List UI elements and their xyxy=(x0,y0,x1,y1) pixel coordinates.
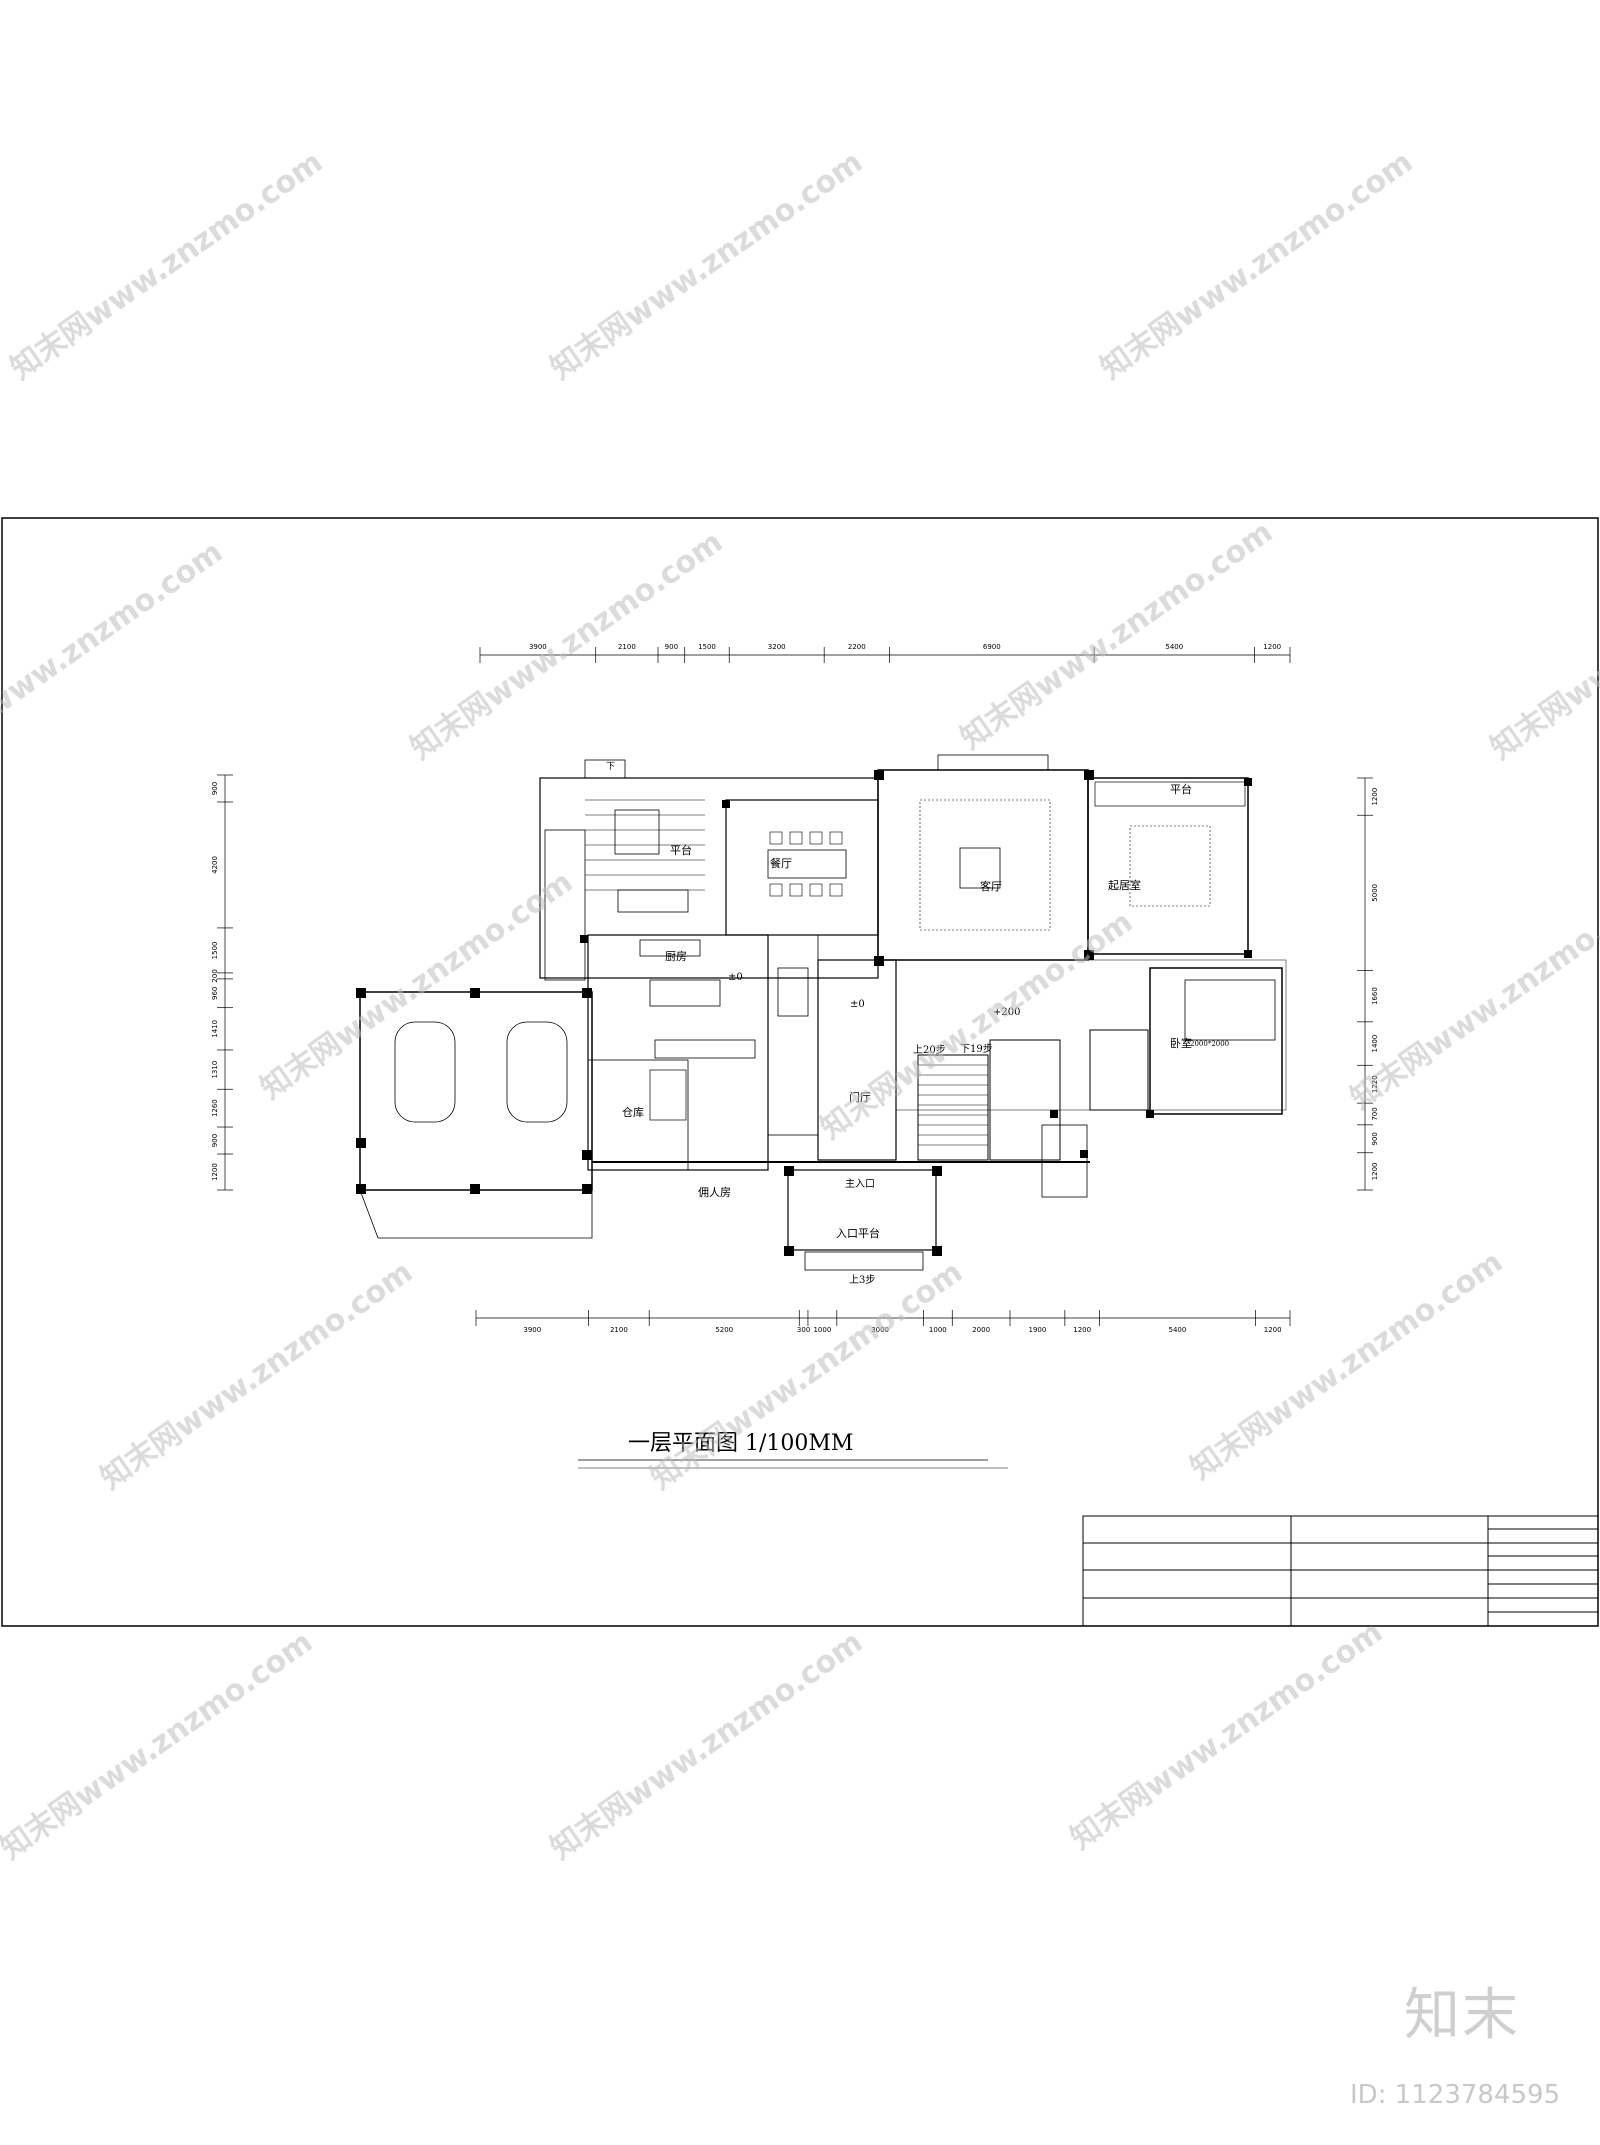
dimension-label: 1000 xyxy=(813,1326,831,1334)
car-left xyxy=(394,1021,456,1123)
wall-columns xyxy=(356,770,1252,1256)
dimension-label: 2100 xyxy=(610,1326,628,1334)
dimension-label: 2100 xyxy=(618,643,636,651)
watermark-text: 知末网www.znzmo.com xyxy=(95,1255,420,1497)
label-stairs-up: 上20步 xyxy=(913,1044,946,1056)
label-corridor-level: +200 xyxy=(993,1007,1020,1018)
label-platform-right: 平台 xyxy=(1170,782,1192,796)
watermark-text: 知末网www.znzmo.com xyxy=(0,535,229,777)
dimension-line-right: 1200 5000 1660 1400 1220 700 900 1200 xyxy=(1357,777,1379,1191)
dimension-label: 1310 xyxy=(211,1061,219,1079)
watermark-text: 知末网www.znzmo.com xyxy=(1065,1615,1390,1857)
watermark-text: 知末网www.znzmo.com xyxy=(5,145,330,387)
dimension-label: 1500 xyxy=(698,643,716,651)
watermark-text: 知末网www.znzmo.com xyxy=(545,1625,870,1867)
watermark-text: 知末网www.znzmo.com xyxy=(955,515,1280,757)
stair-treads xyxy=(918,1064,988,1146)
label-garage-side: 佣人房 xyxy=(698,1186,731,1199)
label-foyer: 门厅 xyxy=(849,1090,871,1104)
dimension-label: 3900 xyxy=(529,643,547,651)
dimension-label: 1900 xyxy=(1029,1326,1047,1334)
dimension-label: 1200 xyxy=(1371,1162,1379,1180)
watermark-text: 知末网www.znzmo.com xyxy=(545,145,870,387)
dimension-label: 2200 xyxy=(848,643,866,651)
dimension-label: 900 xyxy=(1371,1132,1379,1145)
dimension-label: 900 xyxy=(211,1134,219,1147)
label-kitchen: 厨房 xyxy=(665,950,687,963)
label-main-entrance: 主入口 xyxy=(845,1178,875,1190)
watermark-layer: 知末网www.znzmo.com 知末网www.znzmo.com 知末网www… xyxy=(0,145,1600,1867)
watermark-text: 知末网www.znzmo.com xyxy=(1185,1245,1510,1487)
label-storage: 仓库 xyxy=(622,1105,644,1119)
floor-plan xyxy=(359,754,1287,1271)
label-foyer-level: ±0 xyxy=(850,999,865,1010)
dimension-label: 900 xyxy=(665,643,678,651)
dimension-label: 300 xyxy=(797,1326,810,1334)
dimension-label: 3200 xyxy=(768,643,786,651)
dimension-label: 960 xyxy=(211,987,219,1000)
dimension-label: 1200 xyxy=(1263,643,1281,651)
dimension-label: 1200 xyxy=(1264,1326,1282,1334)
label-stairs-down: 下19步 xyxy=(960,1043,993,1055)
watermark-text: 知末网www.znzmo.com xyxy=(1485,525,1600,767)
label-platform-left: 平台 xyxy=(670,843,692,857)
dimension-label: 1410 xyxy=(211,1020,219,1038)
dimension-label: 1400 xyxy=(1371,1035,1379,1053)
watermark-text: 知末网www.znzmo.com xyxy=(255,865,580,1107)
car-right xyxy=(506,1021,568,1123)
watermark-text: 知末网www.znzmo.com xyxy=(1345,875,1600,1117)
watermark-text: 知末网www.znzmo.com xyxy=(0,1625,319,1867)
dimension-label: 1500 xyxy=(211,942,219,960)
dining-chairs xyxy=(769,831,843,897)
dimension-label: 1200 xyxy=(1073,1326,1091,1334)
dimension-line-top: 3900 2100 900 1500 3200 2200 6900 5400 1200 xyxy=(479,643,1291,663)
watermark-text: 知末网www.znzmo.com xyxy=(1095,145,1420,387)
label-entrance-platform: 入口平台 xyxy=(836,1226,880,1240)
dimension-label: 1660 xyxy=(1371,987,1379,1005)
dimension-label: 2000 xyxy=(972,1326,990,1334)
title-block xyxy=(1082,1515,1599,1627)
dimension-label: 4200 xyxy=(211,856,219,874)
dimension-label: 1200 xyxy=(211,1163,219,1181)
label-bedroom: 卧室 xyxy=(1170,1036,1192,1050)
dimension-label: 3000 xyxy=(871,1326,889,1334)
label-dining: 餐厅 xyxy=(770,856,792,870)
dimension-line-left: 900 4200 1500 200 960 1410 1310 1260 900 1200 xyxy=(211,774,233,1191)
label-family-room: 起居室 xyxy=(1108,878,1141,892)
label-living: 客厅 xyxy=(980,879,1002,893)
dimension-label: 6900 xyxy=(983,643,1001,651)
dimension-label: 1000 xyxy=(929,1326,947,1334)
dimension-label: 200 xyxy=(211,969,219,982)
dimension-label: 1220 xyxy=(1371,1075,1379,1093)
dimension-label: 5400 xyxy=(1165,643,1183,651)
brand-logo: 知末 xyxy=(1404,1983,1520,2048)
dimension-label: 1260 xyxy=(211,1099,219,1117)
label-steps-up: 上3步 xyxy=(849,1274,875,1286)
drawing-title: 一层平面图 1/100MM xyxy=(628,1431,853,1456)
label-down-mark: 下 xyxy=(606,762,615,772)
dimension-label: 1200 xyxy=(1371,788,1379,806)
watermark-text: 知末网www.znzmo.com xyxy=(405,525,730,767)
dimension-label: 5400 xyxy=(1169,1326,1187,1334)
dimension-label: 900 xyxy=(211,782,219,795)
dimension-label: 5200 xyxy=(715,1326,733,1334)
dimension-label: 5000 xyxy=(1371,884,1379,902)
sheet-border xyxy=(1,517,1599,1627)
dimension-label: 3900 xyxy=(523,1326,541,1334)
label-bed-size: 2000*2000 xyxy=(1190,1040,1229,1048)
dimension-label: 700 xyxy=(1371,1107,1379,1120)
image-id-label: ID: 1123784595 xyxy=(1350,2080,1561,2110)
label-kitchen-level: ±0 xyxy=(728,972,743,983)
